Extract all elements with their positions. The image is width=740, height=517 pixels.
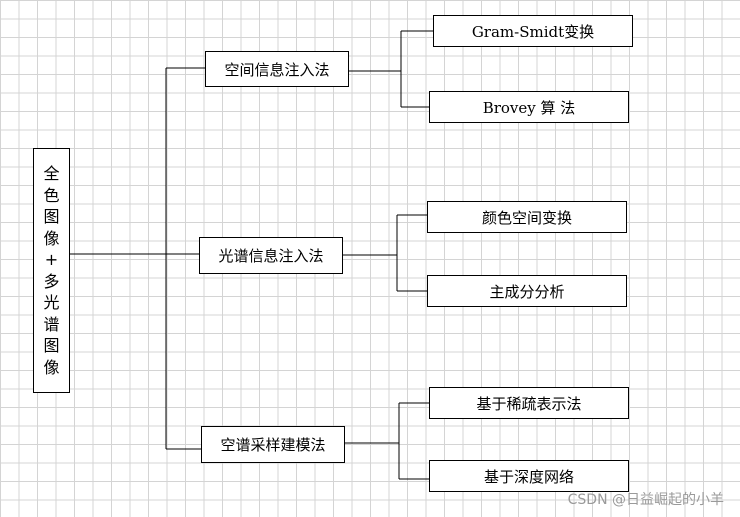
root-char: 谱 — [43, 314, 60, 334]
root-char: 图 — [43, 207, 60, 226]
branch-node-spatial-injection: 空间信息注入法 — [205, 51, 349, 87]
root-node-panchromatic-multispectral: 全 色 图 像 + 多 光 谱 图 像 — [33, 148, 70, 393]
leaf-node-color-space-transform: 颜色空间变换 — [427, 201, 627, 233]
leaf-node-brovey: Brovey 算 法 — [429, 91, 629, 123]
root-char: 全 — [43, 164, 60, 183]
leaf-node-sparse-representation: 基于稀疏表示法 — [429, 387, 629, 419]
root-char: 光 — [43, 293, 60, 312]
root-char: 多 — [43, 271, 60, 291]
leaf-node-deep-network: 基于深度网络 — [429, 460, 629, 492]
root-char: 图 — [43, 336, 60, 355]
leaf-node-gram-schmidt: Gram-Smidt变换 — [433, 15, 633, 47]
root-char: 像 — [43, 228, 60, 248]
root-char: 色 — [43, 185, 60, 205]
leaf-node-pca: 主成分分析 — [427, 275, 627, 307]
csdn-watermark: CSDN @日益崛起的小羊 — [567, 492, 724, 508]
root-char: 像 — [43, 357, 60, 377]
root-char: + — [44, 250, 59, 269]
branch-node-spatial-spectral-modeling: 空谱采样建模法 — [201, 426, 345, 463]
branch-node-spectral-injection: 光谱信息注入法 — [199, 237, 343, 274]
